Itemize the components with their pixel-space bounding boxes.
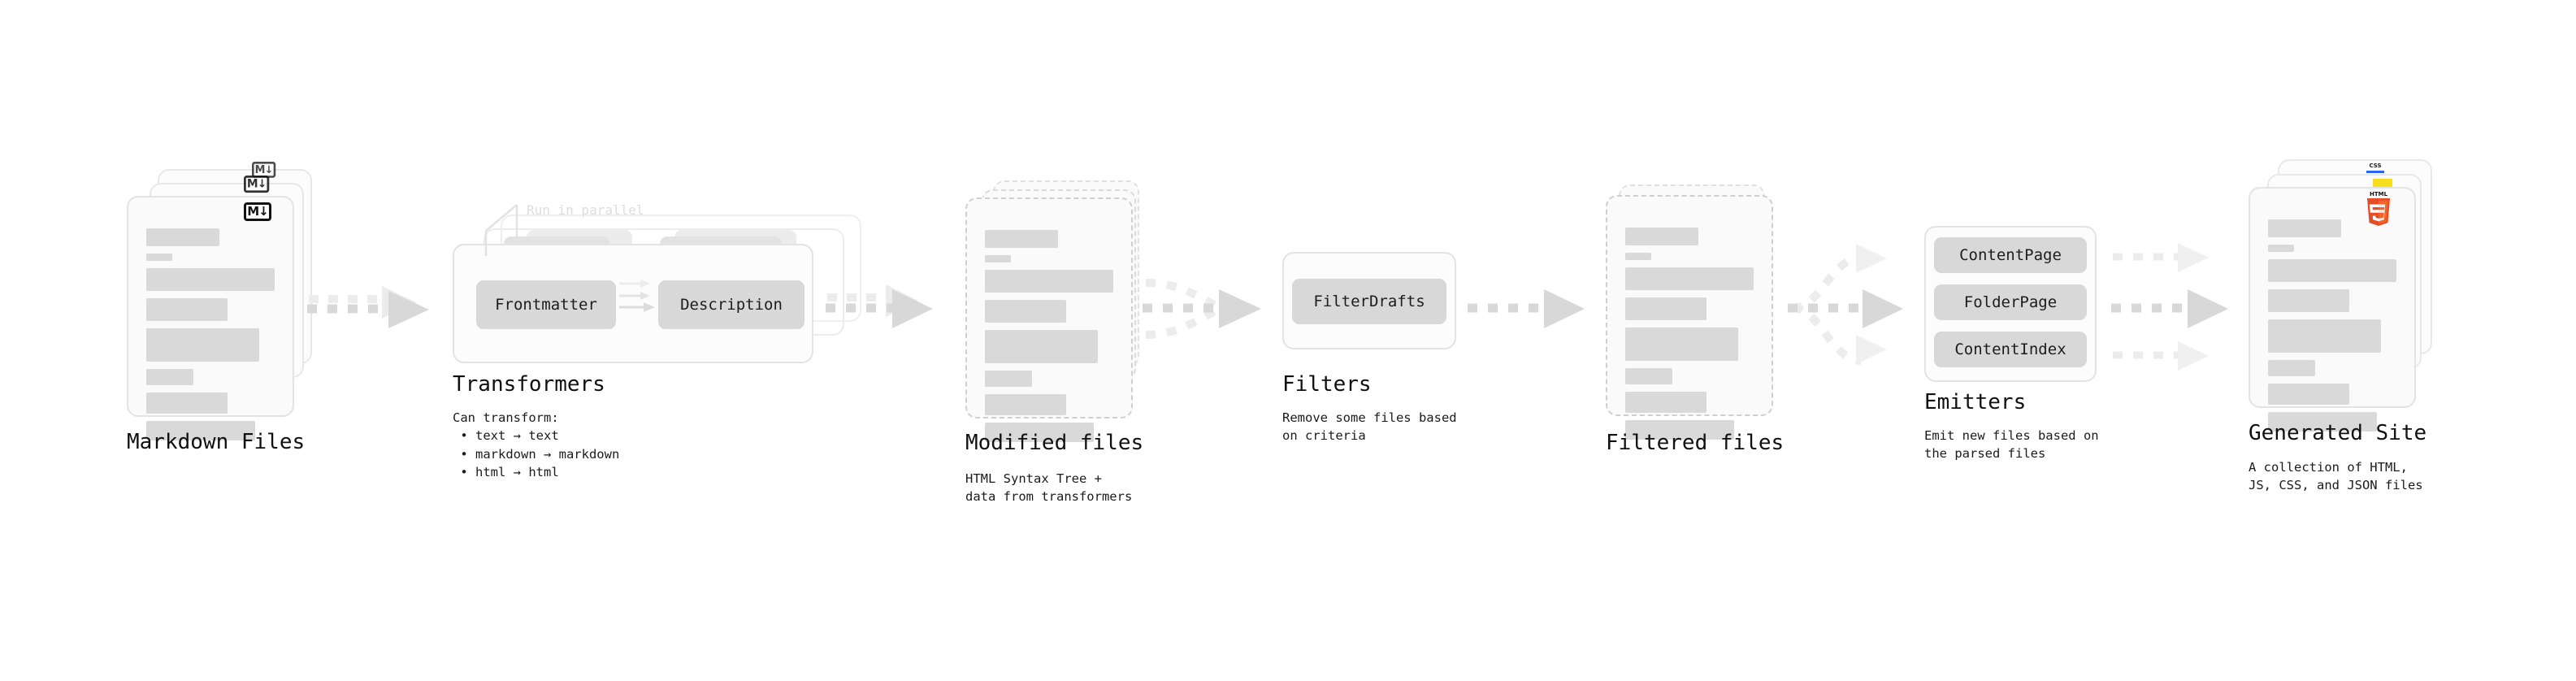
emitters-chip-folderpage[interactable]: FolderPage bbox=[1934, 284, 2087, 320]
filters-title: Filters bbox=[1282, 372, 1372, 397]
emitters-chip-contentindex[interactable]: ContentIndex bbox=[1934, 332, 2087, 367]
modified-files-caption: HTML Syntax Tree + data from transformer… bbox=[965, 471, 1133, 505]
modified-files-title: Modified files bbox=[965, 431, 1144, 455]
filtered-files-title: Filtered files bbox=[1606, 431, 1785, 455]
transformer-chip-frontmatter[interactable]: Frontmatter bbox=[476, 280, 616, 329]
markdown-icon-back2: M↓ bbox=[252, 162, 276, 178]
connector-emitters-to-site bbox=[2111, 243, 2228, 371]
html5-icon-label: HTML bbox=[2369, 191, 2388, 197]
generated-site-caption: A collection of HTML, JS, CSS, and JSON … bbox=[2249, 460, 2423, 493]
filters-chip-filterdrafts[interactable]: FilterDrafts bbox=[1292, 279, 1446, 324]
modified-file-content bbox=[985, 230, 1113, 449]
generated-site-stack: CSS HTML bbox=[0, 0, 2576, 432]
markdown-icon-back1: M↓ bbox=[244, 176, 270, 193]
markdown-icon: M↓ bbox=[244, 202, 271, 221]
connector-filtered-to-emitters bbox=[1788, 244, 1903, 365]
connector-markdown-to-transformers bbox=[307, 286, 429, 328]
markdown-file-card-front bbox=[127, 196, 294, 440]
filters-caption: Remove some files based on criteria bbox=[1282, 410, 1457, 444]
filtered-file-content bbox=[1625, 228, 1754, 447]
emitters-title: Emitters bbox=[1924, 390, 2027, 414]
emitters-chip-contentpage[interactable]: ContentPage bbox=[1934, 237, 2087, 273]
emitters-caption: Emit new files based on the parsed files bbox=[1924, 428, 2099, 462]
markdown-files-title: Markdown Files bbox=[127, 430, 306, 454]
transformer-chip-description[interactable]: Description bbox=[658, 280, 804, 329]
run-in-parallel-label: Run in parallel bbox=[527, 202, 644, 218]
modified-file-card-front bbox=[965, 197, 1133, 442]
generated-site-title: Generated Site bbox=[2249, 421, 2427, 445]
connector-modified-to-filters bbox=[1143, 279, 1261, 339]
html5-icon: HTML bbox=[2366, 191, 2392, 228]
connector-filters-to-filtered bbox=[1468, 289, 1585, 328]
filtered-file-card-front bbox=[1606, 195, 1773, 440]
css-icon: CSS bbox=[2366, 163, 2384, 173]
generated-site-content bbox=[2268, 219, 2396, 439]
generated-site-card-front bbox=[2249, 187, 2416, 432]
transformers-title: Transformers bbox=[453, 372, 605, 397]
markdown-file-content bbox=[146, 228, 275, 448]
transformers-caption: Can transform: • text → text • markdown … bbox=[453, 410, 620, 480]
